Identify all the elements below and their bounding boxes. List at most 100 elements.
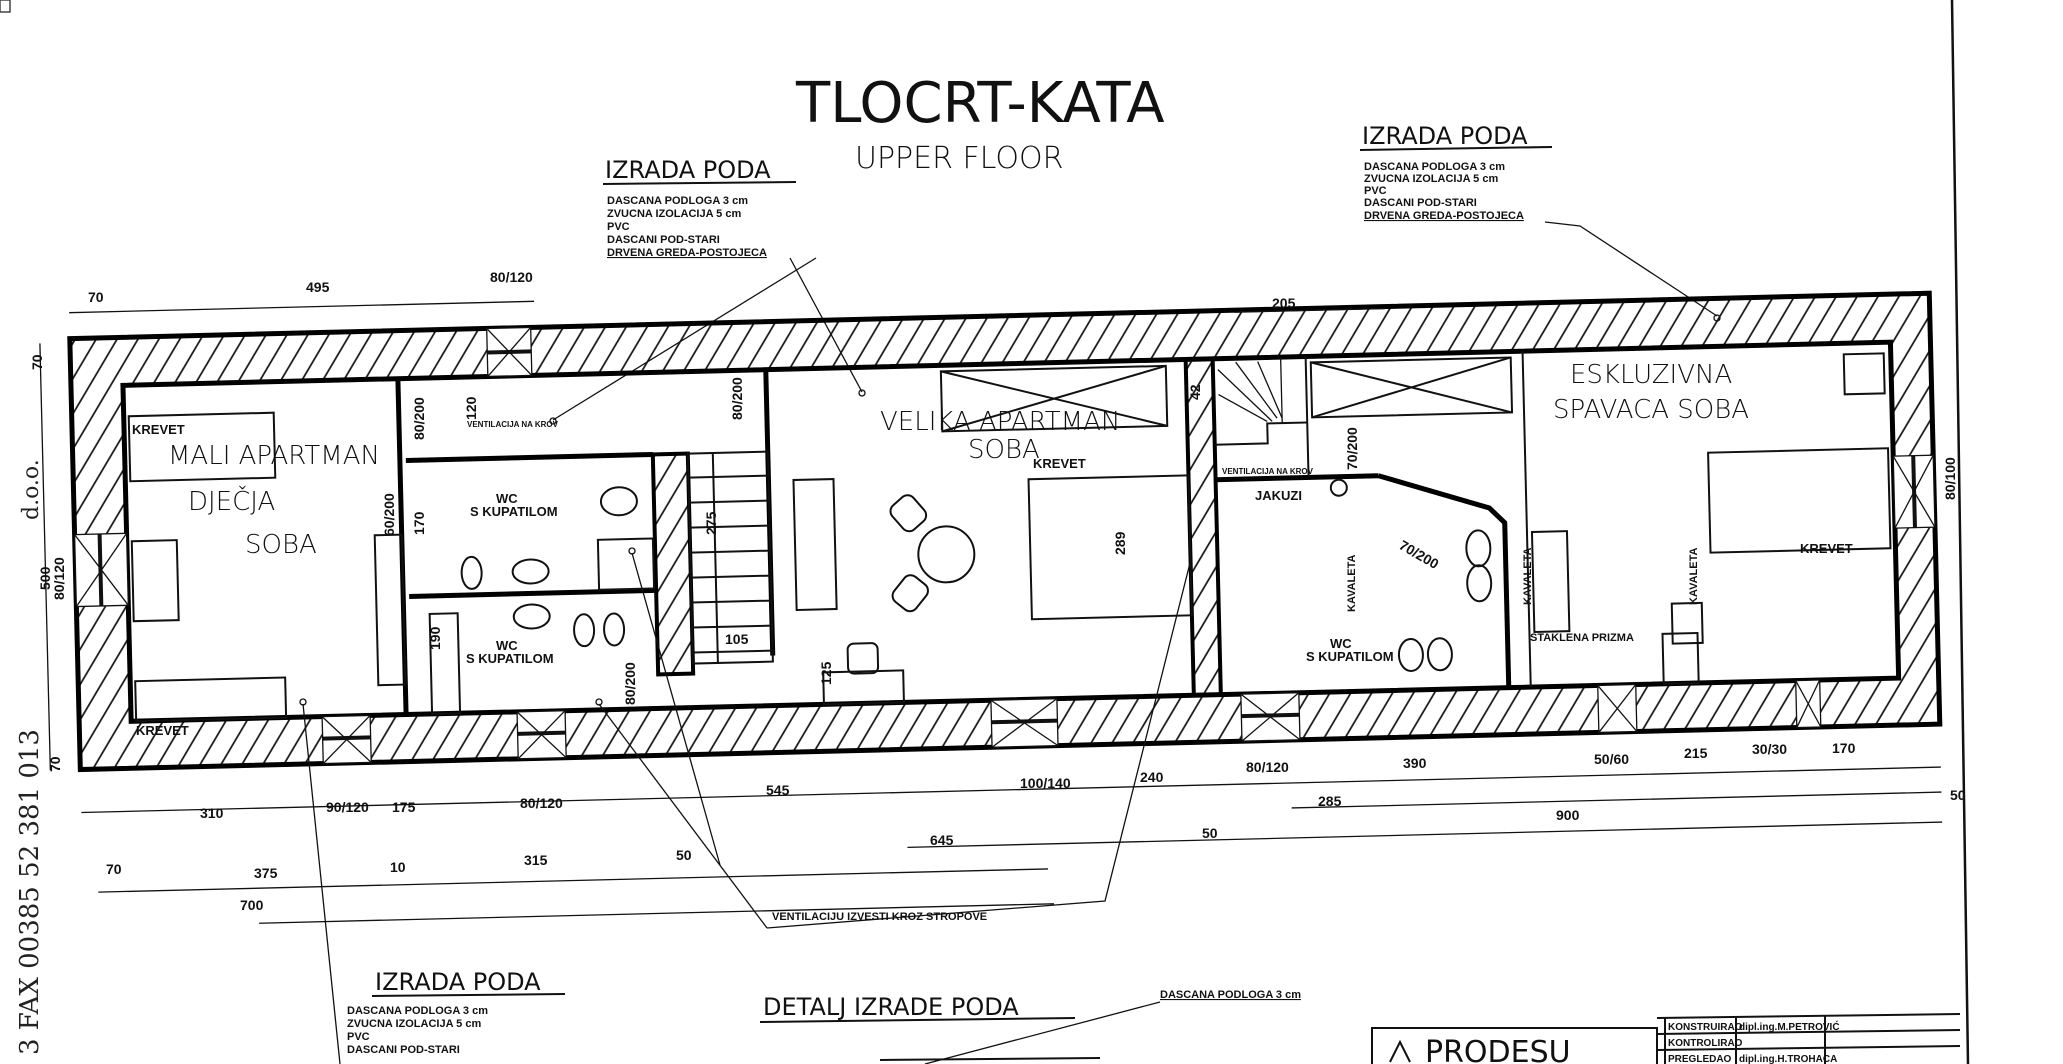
dimension-label: 205 (1272, 295, 1296, 311)
floor-note-line: DRVENA GREDA-POSTOJECA (1364, 210, 1524, 222)
floor-note-line: DASCANI POD-STARI (607, 234, 720, 246)
dimension-label: 60/200 (381, 493, 397, 536)
kavaleta-label: KAVALETA (1522, 548, 1534, 605)
room-label-eskluzivna: ESKLUZIVNA (1570, 360, 1732, 390)
company-name: PRODESU (1425, 1035, 1571, 1064)
dimension-label: 80/120 (51, 557, 67, 600)
sanitary-fixtures (460, 478, 1493, 672)
floor-note-line: DASCANI POD-STARI (1364, 197, 1477, 209)
floor-note-line: ZVUCNA IZOLACIJA 5 cm (1364, 173, 1498, 185)
dimension-label: 70 (88, 289, 104, 305)
central-bearing-wall (1183, 356, 1223, 698)
title-block-role: KONTROLIRAO (1668, 1038, 1743, 1049)
dimension-label: 105 (725, 631, 749, 647)
dimension-label: 80/200 (729, 377, 745, 420)
room-label-soba: SOBA (245, 530, 317, 560)
fax-header-company: d.o.o. (19, 459, 44, 520)
dimension-label: 390 (1403, 755, 1427, 771)
glass-prism-label: STAKLENA PRIZMA (1530, 632, 1634, 644)
wc-label: WC (496, 491, 518, 506)
dimension-label: 215 (1684, 745, 1708, 761)
building-plan (39, 290, 1943, 924)
dimension-label: 240 (1140, 769, 1164, 785)
dimension-label: 190 (427, 626, 443, 650)
bed-label: KREVET (1033, 456, 1086, 471)
floor-note-line: DASCANI POD-STARI (347, 1044, 460, 1056)
bed-label: KREVET (1800, 541, 1853, 556)
floor-note-bottom: IZRADA PODA DASCANA PODLOGA 3 cm ZVUCNA … (299, 698, 566, 1064)
dimension-label: 50/60 (1594, 751, 1629, 767)
title-block-name: dipl.ing.H.TROHACA (1739, 1054, 1837, 1064)
floor-note-right: IZRADA PODA DASCANA PODLOGA 3 cm ZVUCNA … (1359, 122, 1721, 322)
floor-note-heading: IZRADA PODA (1362, 122, 1528, 150)
room-label-velika-apartman: VELIKA APARTMAN (880, 407, 1120, 437)
dimension-label: 50 (676, 847, 692, 863)
wc-label: S KUPATILOM (1306, 649, 1394, 664)
bed-label: KREVET (132, 422, 185, 437)
detail-note: DASCANA PODLOGA 3 cm (1160, 989, 1301, 1001)
dimension-label: 100/140 (1020, 775, 1071, 791)
dimension-label: 645 (930, 832, 954, 848)
dimension-label: 500 (37, 566, 53, 590)
floor-note-line: DASCANA PODLOGA 3 cm (347, 1005, 488, 1017)
dimension-label: 90/120 (326, 799, 369, 815)
floor-note-heading: IZRADA PODA (375, 968, 541, 996)
title-block-role: KONSTRUIRAO (1668, 1022, 1743, 1033)
dimension-label: 310 (200, 805, 224, 821)
dimension-label: 70 (47, 756, 63, 772)
dimension-label: 375 (254, 865, 278, 881)
dimension-label: 80/200 (622, 662, 638, 705)
dimension-label: 50 (1202, 825, 1218, 841)
dimension-label: 700 (240, 897, 264, 913)
dimension-label: 545 (766, 782, 790, 798)
jacuzzi-label: JAKUZI (1255, 488, 1302, 503)
wc-label: WC (1330, 636, 1352, 651)
title-block-name: dipl.ing.M.PETROVIĆ (1739, 1020, 1840, 1033)
sheet-border-right (1950, 0, 1970, 1064)
floor-note-left: IZRADA PODA DASCANA PODLOGA 3 cm ZVUCNA … (549, 156, 866, 425)
floor-note-line: PVC (347, 1031, 370, 1043)
dimensions-bottom: 310 90/120 175 80/120 545 100/140 240 80… (106, 740, 1966, 913)
corner-mark (0, 0, 11, 13)
staircase (686, 450, 774, 665)
dimension-label: 170 (411, 511, 427, 535)
wc-label: WC (496, 638, 518, 653)
ventilation-note: VENTILACIJU IZVESTI KROZ STROPOVE (772, 911, 987, 923)
page-title: TLOCRT-KATA (795, 71, 1165, 136)
floor-note-line: ZVUCNA IZOLACIJA 5 cm (347, 1018, 481, 1030)
floor-note-line: DRVENA GREDA-POSTOJECA (607, 247, 767, 259)
kavaleta-label: KAVALETA (1346, 555, 1358, 612)
dimension-label: 42 (1187, 384, 1203, 400)
ventilation-roof-label: VENTILACIJA NA KROV (467, 420, 559, 429)
furniture (127, 352, 1892, 723)
floor-detail: DETALJ IZRADE PODA DASCANA PODLOGA 3 cm (759, 989, 1301, 1064)
dimension-label: 80/120 (1246, 759, 1289, 775)
ventilation-annotation: VENTILACIJU IZVESTI KROZ STROPOVE (595, 547, 1192, 929)
dimension-lines (39, 300, 1943, 924)
room-label-spavaca-soba: SPAVACA SOBA (1553, 395, 1749, 425)
dimension-label: 70/200 (1344, 427, 1360, 470)
title-block-role: PREGLEDAO (1668, 1054, 1732, 1064)
wardrobes (939, 356, 1514, 433)
dimension-label: 315 (524, 852, 548, 868)
floor-note-line: ZVUCNA IZOLACIJA 5 cm (607, 208, 741, 220)
kavaleta-label: KAVALETA (1688, 548, 1700, 605)
dimension-label: 50 (1950, 787, 1966, 803)
bed-label: KREVET (136, 723, 189, 738)
floor-note-heading: IZRADA PODA (605, 156, 771, 184)
floor-note-line: DASCANA PODLOGA 3 cm (1364, 161, 1505, 173)
ventilation-roof-label: VENTILACIJA NA KROV (1222, 467, 1314, 476)
dimension-label: 80/120 (520, 795, 563, 811)
dimension-label: 70 (106, 861, 122, 877)
page-subtitle: UPPER FLOOR (855, 141, 1063, 176)
detail-title: DETALJ IZRADE PODA (763, 993, 1019, 1021)
dimension-label: 495 (306, 279, 330, 295)
dimensions-side: 70 500 80/120 70 80/100 (29, 354, 1958, 772)
dimension-label: 80/100 (1942, 457, 1958, 500)
dimension-label: 285 (1318, 793, 1342, 809)
fax-header-number: 3 FAX 00385 52 381 013 (15, 729, 45, 1055)
room-label-djecja: DJEČJA (188, 485, 275, 517)
dimension-label: 170 (1832, 740, 1856, 756)
title-block: PRODESU KONSTRUIRAO dipl.ing.M.PETROVIĆ … (1371, 1013, 1961, 1064)
